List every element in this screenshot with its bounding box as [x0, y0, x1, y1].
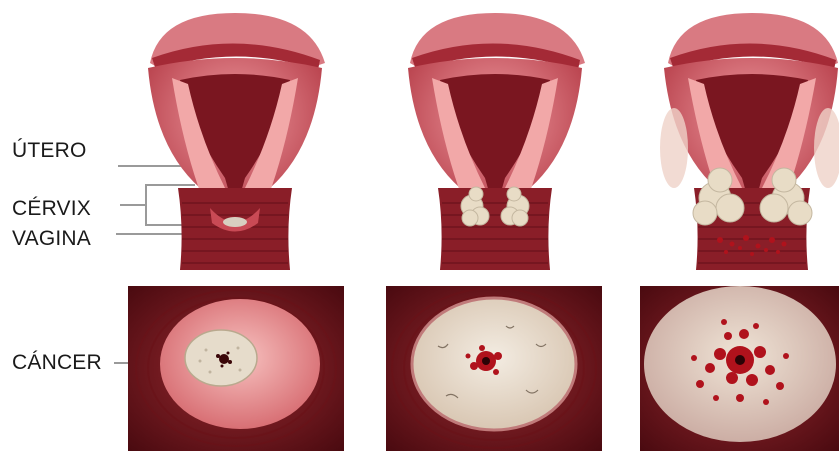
label-utero: ÚTERO [12, 140, 87, 161]
cervix-view-stage-1 [128, 286, 344, 451]
uterus-stage-3-illustration [660, 8, 839, 278]
cervix-view-stage-3 [640, 286, 839, 451]
label-cancer: CÁNCER [12, 352, 102, 373]
label-vagina: VAGINA [12, 228, 91, 249]
label-cervix: CÉRVIX [12, 198, 91, 219]
cervix-view-stage-2 [386, 286, 602, 451]
uterus-stage-1-illustration [140, 8, 330, 278]
uterus-stage-2-illustration [400, 8, 590, 278]
